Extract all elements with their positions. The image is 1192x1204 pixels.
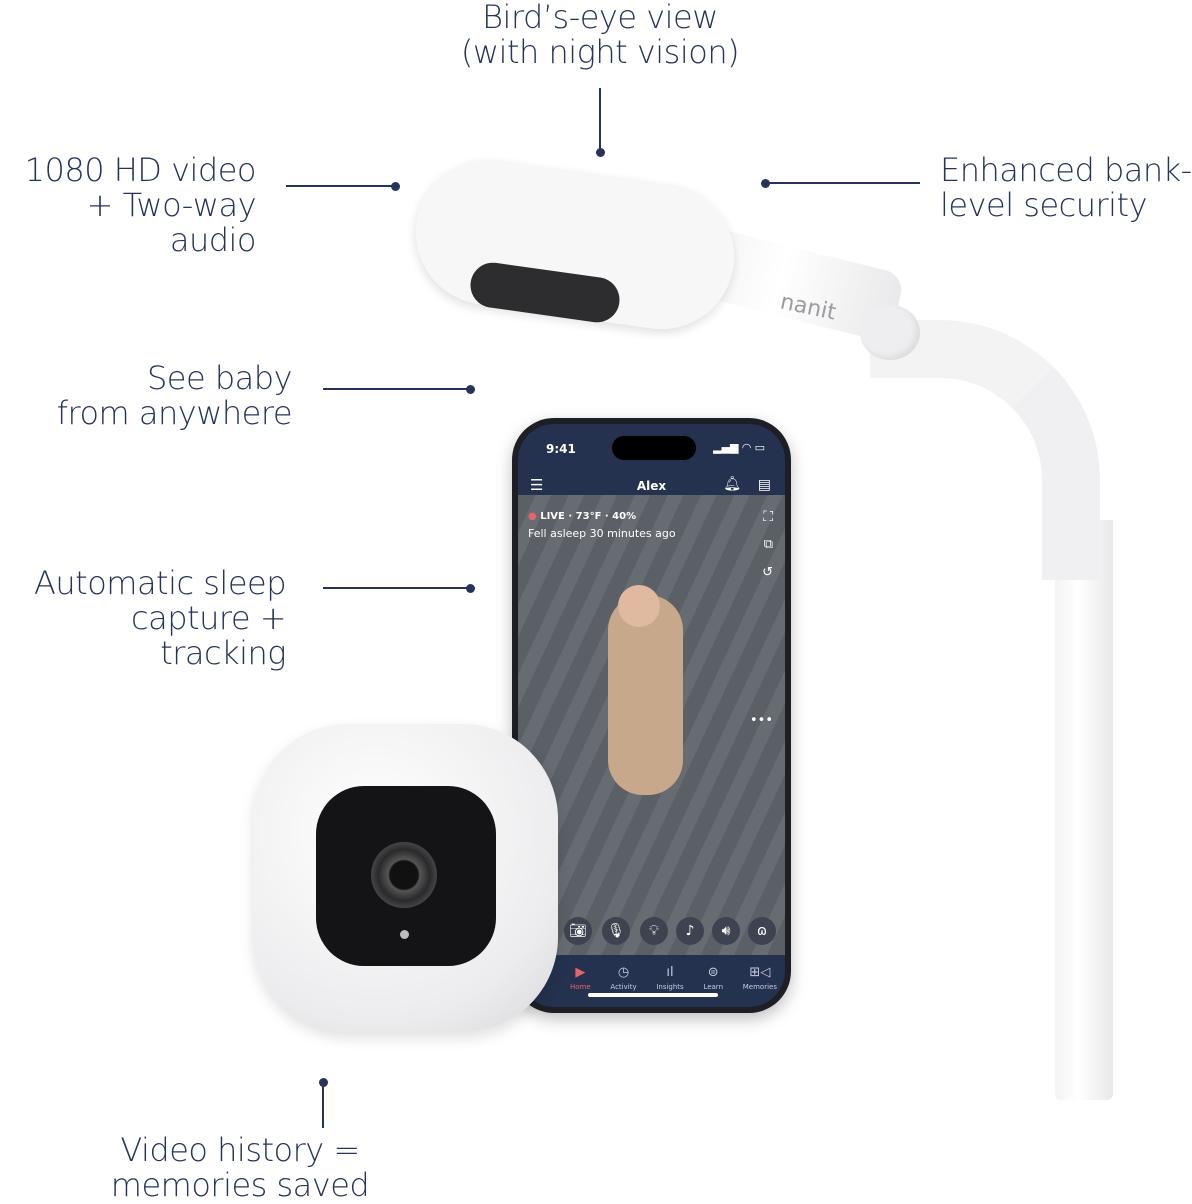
connector — [323, 587, 470, 589]
more-icon[interactable]: ••• — [749, 713, 773, 728]
label-history: Video history =memories saved — [90, 1133, 390, 1203]
bell-icon[interactable]: 🔔︎ — [723, 476, 741, 492]
phone-screen: 9:41 ▂▄▆ ◠ ▭ ☰ Alex 🔔︎ ▤ ● LIVE · 73°F ·… — [518, 424, 785, 1007]
bulb-icon[interactable]: 💡︎ — [640, 917, 668, 945]
connector-dot — [466, 385, 475, 394]
video-plus-icon: ⊞◁ — [749, 965, 771, 980]
chat-icon: ⊜ — [707, 965, 719, 980]
sleep-status: Fell asleep 30 minutes ago — [528, 527, 676, 540]
stand-pole — [1055, 520, 1113, 1100]
humidity: 40% — [612, 511, 637, 522]
music-note-icon[interactable]: ♪ — [676, 917, 704, 945]
label-line: (with night vision) — [460, 33, 740, 71]
connector-dot — [466, 584, 475, 593]
fullscreen-icon[interactable]: ⛶ — [763, 509, 773, 525]
connector-dot — [761, 179, 770, 188]
camera-lens — [371, 842, 437, 908]
stand-curve — [870, 320, 1100, 580]
connector — [766, 182, 920, 184]
label-line: Enhanced bank- — [940, 151, 1192, 189]
camera-sensor — [400, 930, 409, 939]
nanit-camera — [253, 724, 558, 1032]
nav-label: Learn — [703, 983, 724, 991]
connector — [286, 185, 394, 187]
connector-dot — [391, 182, 400, 191]
nav-label: Memories — [742, 983, 777, 991]
camera-icon[interactable]: 📷︎ — [564, 917, 592, 945]
live-dot-icon: ● — [528, 511, 537, 522]
baby-head — [618, 585, 660, 627]
nav-home[interactable]: ▶ Home — [570, 965, 591, 991]
label-line: Bird’s-eye view — [482, 0, 718, 36]
connector — [599, 88, 601, 150]
label-line: capture + tracking — [131, 599, 286, 672]
clock-icon: ◷ — [617, 965, 630, 980]
label-hd-video: 1080 HD video+ Two-way audio — [0, 151, 257, 259]
menu-icon[interactable]: ☰ — [530, 476, 544, 494]
connector-dot — [596, 148, 605, 157]
nav-label: Home — [570, 983, 591, 991]
nav-label: Activity — [610, 983, 637, 991]
label-line: Video history = — [120, 1131, 360, 1169]
label-line: memories saved — [110, 1166, 370, 1204]
connector — [323, 388, 470, 390]
nav-label: Insights — [656, 983, 684, 991]
status-time: 9:41 — [546, 442, 576, 456]
label-security: Enhanced bank-level security — [940, 153, 1192, 223]
bars-icon: ıl — [666, 965, 674, 980]
label-line: + Two-way audio — [86, 186, 257, 259]
dynamic-island — [612, 436, 696, 460]
speaker-icon[interactable]: 🔊︎ — [712, 917, 740, 945]
layout-icon[interactable]: ▤ — [757, 477, 771, 493]
connector — [322, 1082, 324, 1128]
nav-activity[interactable]: ◷ Activity — [610, 965, 636, 991]
camera-name: Alex — [636, 479, 667, 493]
home-indicator — [588, 993, 718, 997]
phone: 9:41 ▂▄▆ ◠ ▭ ☰ Alex 🔔︎ ▤ ● LIVE · 73°F ·… — [512, 418, 791, 1013]
label-line: Automatic sleep — [33, 564, 287, 602]
label-line: 1080 HD video — [24, 151, 257, 189]
live-video[interactable]: ● LIVE · 73°F · 40% Fell asleep 30 minut… — [518, 495, 785, 955]
nav-memories[interactable]: ⊞◁ Memories — [743, 965, 777, 991]
rewind-icon[interactable]: ↺ — [762, 565, 773, 580]
microphone-icon[interactable]: 🎙︎ — [602, 917, 630, 945]
label-line: See baby — [146, 359, 293, 397]
pip-icon[interactable]: ⧉ — [763, 537, 773, 552]
label-line: level security — [940, 186, 1148, 224]
temperature: 73°F — [575, 511, 602, 522]
live-status: ● LIVE · 73°F · 40% — [528, 511, 637, 522]
home-icon: ▶ — [575, 965, 586, 980]
baby-image — [608, 595, 683, 795]
status-icons: ▂▄▆ ◠ ▭ — [713, 441, 765, 454]
live-label: LIVE — [540, 511, 565, 522]
lungs-icon[interactable]: ɷ — [748, 917, 776, 945]
label-birds-eye: Bird’s-eye view(with night vision) — [420, 0, 780, 70]
stand-joint — [860, 305, 920, 360]
nav-learn[interactable]: ⊜ Learn — [703, 965, 723, 991]
label-line: from anywhere — [56, 394, 293, 432]
